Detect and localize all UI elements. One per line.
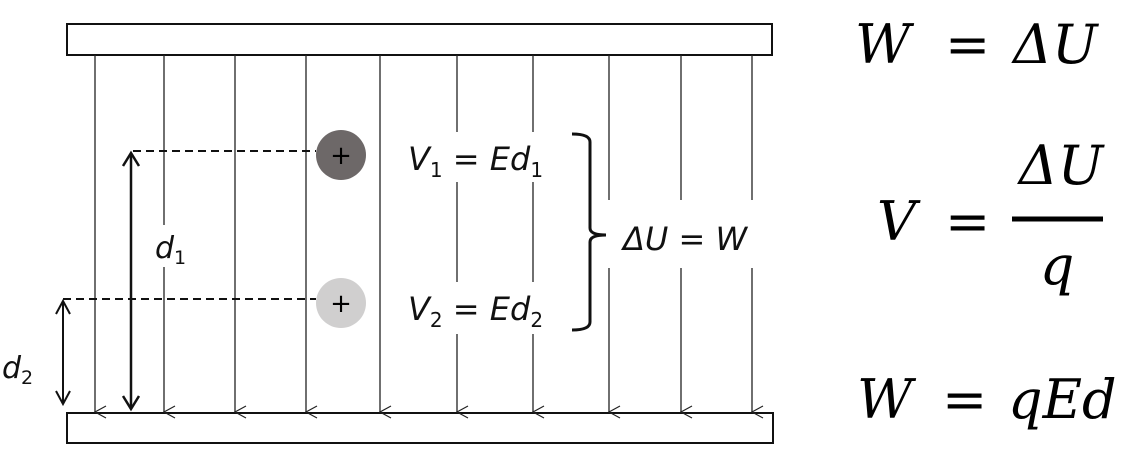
top-plate [66, 23, 773, 56]
label-mask-v2 [395, 282, 575, 334]
eq2-numerator: ΔU [1017, 134, 1105, 197]
eq1-rhs: ΔU [1011, 13, 1099, 76]
label-mask-v1 [395, 132, 575, 182]
plus-icon: + [330, 141, 352, 171]
brace-label: ΔU = W [620, 220, 748, 258]
d1-label: d1 [155, 231, 186, 269]
label-mask-brace [608, 200, 788, 268]
equation-work-field: W = qEd [857, 368, 1117, 431]
eq2-lhs: V [877, 190, 921, 253]
eq3-equals: = [942, 368, 987, 431]
d2-arrow [55, 298, 71, 407]
bottom-plate [66, 412, 774, 444]
eq3-rhs: qEd [1008, 368, 1117, 431]
v2-equation: V2 = Ed2 [408, 290, 543, 332]
eq1-lhs: W [855, 13, 915, 76]
plus-icon: + [330, 289, 352, 319]
d2-label: d2 [2, 351, 33, 389]
label-mask-d1 [148, 225, 192, 267]
equation-potential: V = ΔU q [877, 134, 1105, 297]
eq2-denominator: q [1040, 234, 1075, 297]
d1-arrow [121, 150, 141, 412]
brace [571, 132, 607, 332]
eq3-lhs: W [857, 368, 917, 431]
charge-2: + [316, 278, 366, 328]
charge-2-circle [316, 278, 366, 328]
v1-equation: V1 = Ed1 [408, 140, 543, 182]
eq2-equals: = [945, 190, 990, 253]
eq1-equals: = [945, 13, 990, 76]
charge-1: + [316, 130, 366, 180]
equation-work-energy: W = ΔU [855, 13, 1099, 76]
charge-1-circle [316, 130, 366, 180]
